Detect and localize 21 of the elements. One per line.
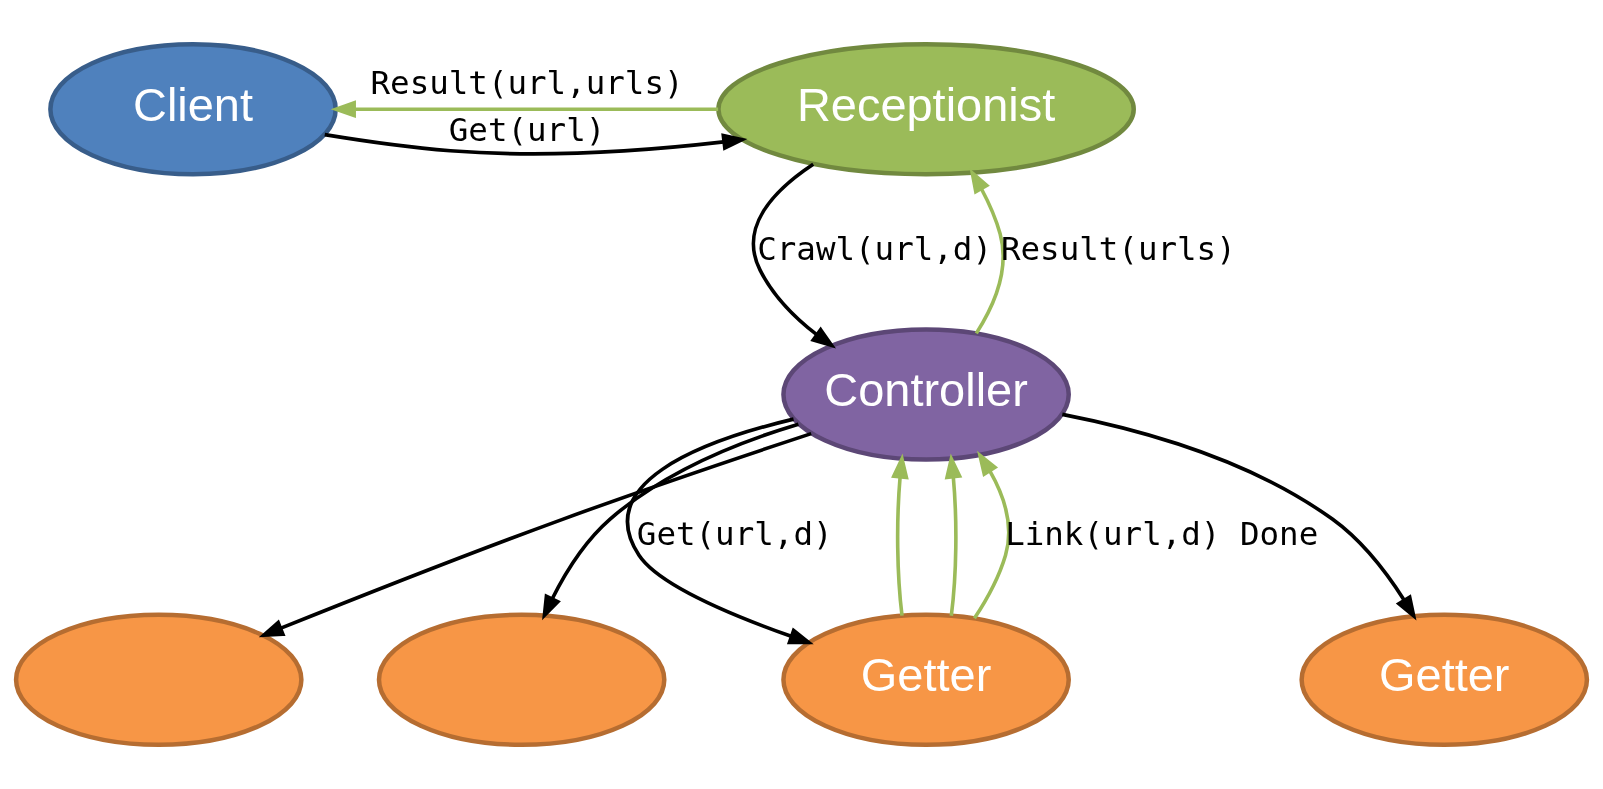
node-ellipse: Getter [781, 612, 1071, 748]
arrow [330, 100, 719, 119]
edge-label: Crawl(url,d) [757, 229, 993, 268]
node-ellipse [376, 612, 667, 748]
arrow [625, 417, 814, 645]
arrow [324, 132, 748, 156]
arrow [972, 450, 1011, 620]
node-ellipse [13, 612, 304, 748]
edge-label: Get(url) [448, 110, 606, 149]
edge-label: Get(url,d) [636, 515, 833, 554]
node-ellipse: Receptionist [716, 41, 1136, 177]
arrow [944, 453, 963, 616]
arrow [1061, 412, 1417, 621]
arrow [751, 162, 836, 349]
arrow [258, 431, 812, 638]
node-ellipse: Client [48, 41, 338, 177]
arrow [969, 168, 1005, 335]
edge-label: Result(url,urls) [370, 63, 684, 102]
node-ellipse: Getter [1299, 612, 1590, 748]
arrow [891, 453, 909, 616]
arrow [542, 422, 799, 621]
